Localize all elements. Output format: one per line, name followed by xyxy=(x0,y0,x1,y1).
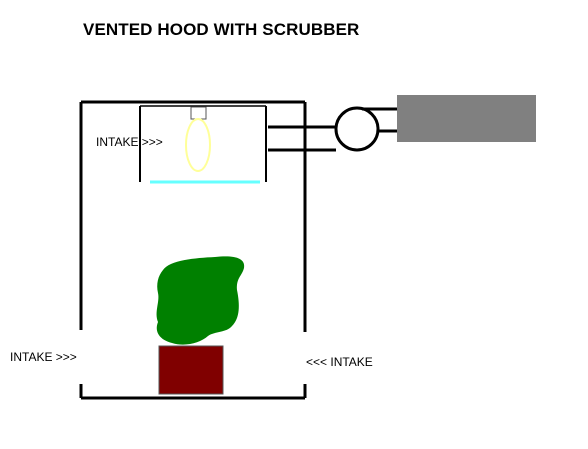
exhaust-duct xyxy=(268,125,336,152)
diagram-title: VENTED HOOD WITH SCRUBBER xyxy=(83,20,360,39)
left-intake-label: INTAKE >>> xyxy=(10,350,77,364)
hood-intake-label: INTAKE >>> xyxy=(96,135,163,149)
light-bulb xyxy=(185,106,211,172)
plant-pot xyxy=(158,345,224,395)
inline-fan xyxy=(334,106,397,152)
scrubber xyxy=(397,95,536,142)
plant-foliage xyxy=(156,256,245,345)
vented-hood xyxy=(139,105,267,184)
grow-box-outline xyxy=(79,100,307,400)
right-intake-label: <<< INTAKE xyxy=(306,355,373,369)
